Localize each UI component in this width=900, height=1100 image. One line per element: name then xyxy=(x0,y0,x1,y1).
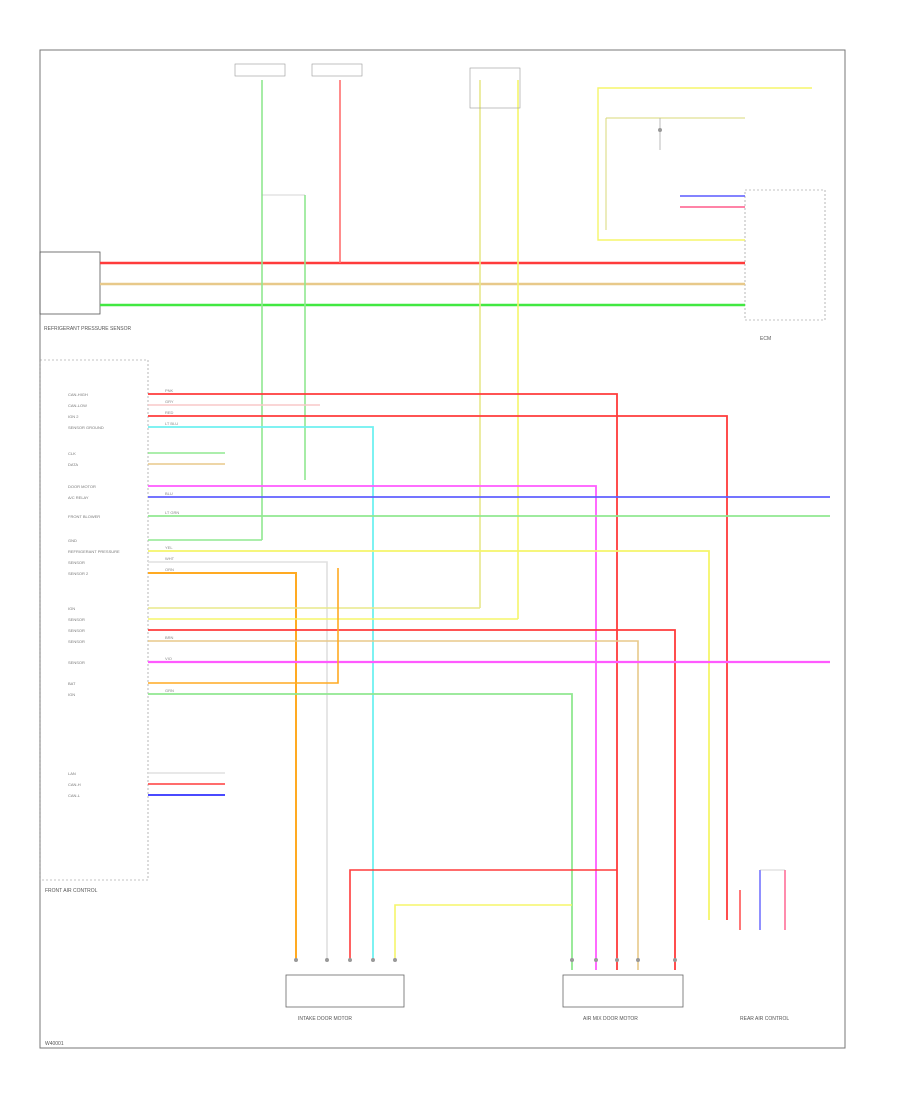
pin-label: CAN-HIGH xyxy=(68,392,88,397)
wire-tag: LT GRN xyxy=(165,510,179,515)
wire-tag: YEL xyxy=(165,545,173,550)
pin-label: A/C RELAY xyxy=(68,495,89,500)
pin-label: CAN-H xyxy=(68,782,81,787)
rear-control-title: REAR AIR CONTROL xyxy=(740,1016,789,1022)
air-mix-door-motor-box xyxy=(562,974,684,1008)
pin-label: SENSOR xyxy=(68,639,85,644)
ecm-title: ECM xyxy=(760,336,771,342)
pin-label: LAN xyxy=(68,771,76,776)
wire-tag: BLU xyxy=(165,491,173,496)
pin-label-column: CAN-HIGH CAN-LOW IGN 2 SENSOR GROUND CLK… xyxy=(68,392,120,798)
pin-label: FRONT BLOWER xyxy=(68,514,100,519)
fuse-block xyxy=(234,63,521,109)
front-air-control-title: FRONT AIR CONTROL xyxy=(45,888,98,894)
wire-tag: LT BLU xyxy=(165,421,178,426)
page-code: W40001 xyxy=(45,1041,64,1047)
wire-tag: PNK xyxy=(165,388,174,393)
wire-tag: GRN xyxy=(165,688,174,693)
pin-label: IGN 2 xyxy=(68,414,79,419)
wire-tag: GRY xyxy=(165,399,174,404)
pin-label: SENSOR xyxy=(68,560,85,565)
pin-label: REFRIGERANT PRESSURE xyxy=(68,549,120,554)
pin-label: CAN-LOW xyxy=(68,403,87,408)
pin-label: SENSOR 2 xyxy=(68,571,89,576)
wire-tag: WHT xyxy=(165,556,175,561)
upper-right-wiring xyxy=(597,87,812,241)
pin-label: DOOR MOTOR xyxy=(68,484,96,489)
ecm-box xyxy=(744,189,826,321)
top-bus-wires xyxy=(100,261,745,307)
terminals xyxy=(294,958,677,962)
pin-label: SENSOR xyxy=(68,617,85,622)
diagram-frame xyxy=(39,49,846,1049)
top-vertical-wires xyxy=(261,80,519,619)
wire-tag: RED xyxy=(165,410,174,415)
front-air-control-box xyxy=(39,359,149,881)
pin-label: BAT xyxy=(68,681,76,686)
pin-label: SENSOR xyxy=(68,660,85,665)
pin-label: IGN xyxy=(68,692,75,697)
wire-tag: BRN xyxy=(165,635,174,640)
wire-tag: ORN xyxy=(165,567,174,572)
module-wires xyxy=(148,393,830,970)
pin-label: SENSOR xyxy=(68,628,85,633)
pin-label: SENSOR GROUND xyxy=(68,425,104,430)
refrigerant-sensor-title: REFRIGERANT PRESSURE SENSOR xyxy=(44,326,132,332)
pin-label: CLK xyxy=(68,451,76,456)
pin-label: CAN-L xyxy=(68,793,81,798)
pin-label: GND xyxy=(68,538,77,543)
wire-color-tags: PNK GRY RED LT BLU LT GRN YEL BLU VIO OR… xyxy=(165,388,179,693)
air-mix-door-motor-title: AIR MIX DOOR MOTOR xyxy=(583,1016,638,1022)
refrigerant-sensor-box xyxy=(39,251,101,315)
pin-label: IGN xyxy=(68,606,75,611)
intake-door-motor-title: INTAKE DOOR MOTOR xyxy=(298,1016,352,1022)
intake-door-motor-box xyxy=(285,974,405,1008)
wire-tag: VIO xyxy=(165,656,172,661)
rear-control-wires xyxy=(739,869,786,930)
pin-label: DATA xyxy=(68,462,78,467)
